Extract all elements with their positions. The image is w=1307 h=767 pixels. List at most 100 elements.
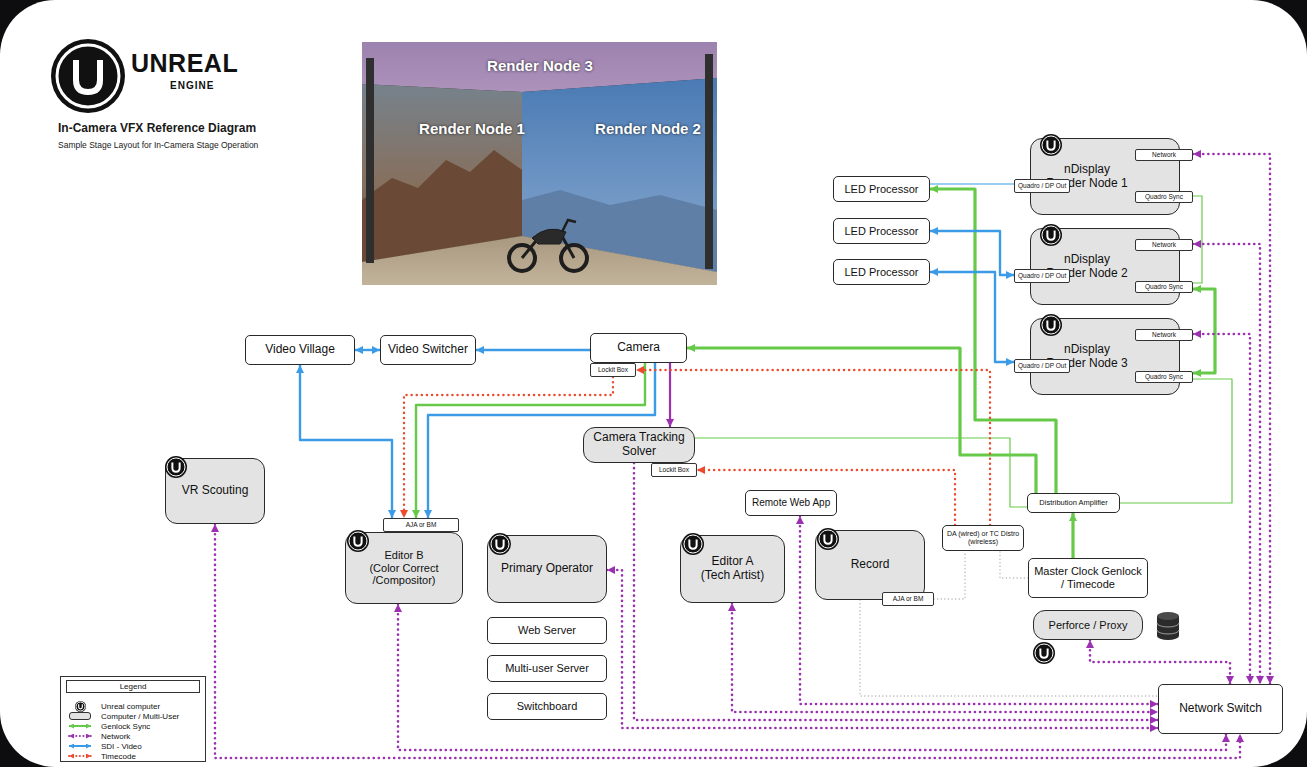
legend-swatch <box>69 712 91 720</box>
aux-wire <box>860 600 1158 696</box>
network-wire <box>215 524 1240 758</box>
port-box: Quadro Sync <box>1135 371 1193 383</box>
port-box: Lockit Box <box>590 363 636 377</box>
legend-line-sample <box>69 755 91 757</box>
led-wall-right <box>522 78 717 272</box>
connectors <box>215 154 1270 758</box>
port-box: Quadro / DP Out <box>1014 359 1070 373</box>
node-label: Quadro Sync <box>1145 193 1183 200</box>
genlock-wire <box>1071 513 1074 558</box>
drawing-part <box>76 60 100 92</box>
genlock-wire <box>1193 196 1202 283</box>
legend-text: Timecode <box>101 752 136 761</box>
logo-disc <box>1033 642 1055 664</box>
node-label: AJA or BM <box>406 521 437 528</box>
drawing-part <box>1157 623 1179 634</box>
device-box: LED Processor <box>833 218 930 244</box>
device-box: LED Processor <box>833 259 930 285</box>
legend-heading: Legend <box>66 680 200 693</box>
node-label: Switchboard <box>517 700 578 713</box>
node-label: Network <box>1152 241 1176 248</box>
network-wire <box>732 603 1158 712</box>
photo-label: Render Node 1 <box>419 120 525 137</box>
legend-text: Genlock Sync <box>101 722 150 731</box>
node-label: Quadro / DP Out <box>1018 362 1066 369</box>
logo-ring <box>1042 136 1060 154</box>
node-label: Network <box>1152 331 1176 338</box>
legend-text: Unreal computer <box>101 702 160 711</box>
legend-line <box>66 732 94 740</box>
network-wire <box>1090 640 1230 684</box>
legend-logo <box>74 700 86 712</box>
logo-ring <box>1042 226 1060 244</box>
legend-row: Genlock Sync <box>65 721 150 731</box>
unreal-logo <box>164 455 188 479</box>
unreal-logo <box>51 39 125 113</box>
device-box: LED Processor <box>833 176 930 202</box>
photo-ground <box>362 42 717 285</box>
node-label: Quadro / DP Out <box>1018 182 1066 189</box>
legend-sample <box>65 711 95 721</box>
logo-mark <box>354 536 361 545</box>
truss <box>366 58 374 263</box>
port-box: Network <box>1135 329 1193 341</box>
node-label: Video Switcher <box>388 343 468 357</box>
network-wire <box>669 363 671 427</box>
port-box: Network <box>1135 149 1193 161</box>
logo-mark <box>1047 320 1054 329</box>
genlock-wire <box>1120 379 1232 503</box>
logo-disc <box>1040 314 1062 336</box>
port-box: Lockit Box <box>651 463 697 477</box>
drawing-part <box>51 39 125 113</box>
port-box: AJA or BM <box>882 592 934 606</box>
node-label: Editor B (Color Correct /Compositor) <box>369 549 440 587</box>
logo-ring <box>819 530 837 548</box>
port-box: Quadro / DP Out <box>1014 269 1070 283</box>
sdi-wire <box>930 272 1014 362</box>
logo-ring <box>684 535 702 553</box>
legend-line-sample <box>69 735 91 737</box>
port-box: Quadro Sync <box>1135 281 1193 293</box>
legend-text: SDI - Video <box>101 742 142 751</box>
network-wire <box>1193 334 1250 684</box>
node-label: Remote Web App <box>752 497 830 509</box>
sdi-wire <box>476 349 590 351</box>
legend-line <box>66 742 94 750</box>
logo-disc <box>817 528 839 550</box>
device-box: Web Server <box>487 617 607 644</box>
computer-box: VR Scouting <box>165 458 265 524</box>
genlock-wire <box>1193 289 1215 373</box>
node-label: Primary Operator <box>501 562 593 576</box>
device-box: Video Village <box>245 335 355 365</box>
node-label: VR Scouting <box>182 484 249 498</box>
node-label: Quadro / DP Out <box>1018 272 1066 279</box>
node-label: Master Clock Genlock / Timecode <box>1034 565 1142 590</box>
logo-ring <box>1042 316 1060 334</box>
device-box: Network Switch <box>1158 684 1283 734</box>
legend-sample <box>65 701 95 711</box>
unreal-logo <box>488 532 512 556</box>
network-wire <box>800 516 1158 704</box>
computer-box: Perforce / Proxy <box>1033 610 1143 640</box>
port-box: Quadro / DP Out <box>1014 179 1070 193</box>
device-box: Master Clock Genlock / Timecode <box>1028 558 1148 598</box>
sdi-wire <box>930 231 1014 275</box>
unreal-logo <box>681 532 705 556</box>
legend-sample <box>65 741 95 751</box>
brand-name: UNREAL <box>131 49 238 78</box>
sdi-wire <box>930 183 1014 184</box>
node-label: Multi-user Server <box>505 662 589 675</box>
node-label: Quadro Sync <box>1145 373 1183 380</box>
legend-text: Network <box>101 732 130 741</box>
device-box: Switchboard <box>487 693 607 720</box>
logo-disc <box>347 530 369 552</box>
diagram-title: In-Camera VFX Reference Diagram <box>58 121 256 135</box>
node-label: LED Processor <box>845 225 919 238</box>
node-label: LED Processor <box>845 183 919 196</box>
logo-mark <box>689 539 696 548</box>
led-wall-left <box>362 84 522 262</box>
drawing-part <box>532 229 566 244</box>
unreal-logo <box>1039 313 1063 337</box>
logo-ring <box>167 458 185 476</box>
